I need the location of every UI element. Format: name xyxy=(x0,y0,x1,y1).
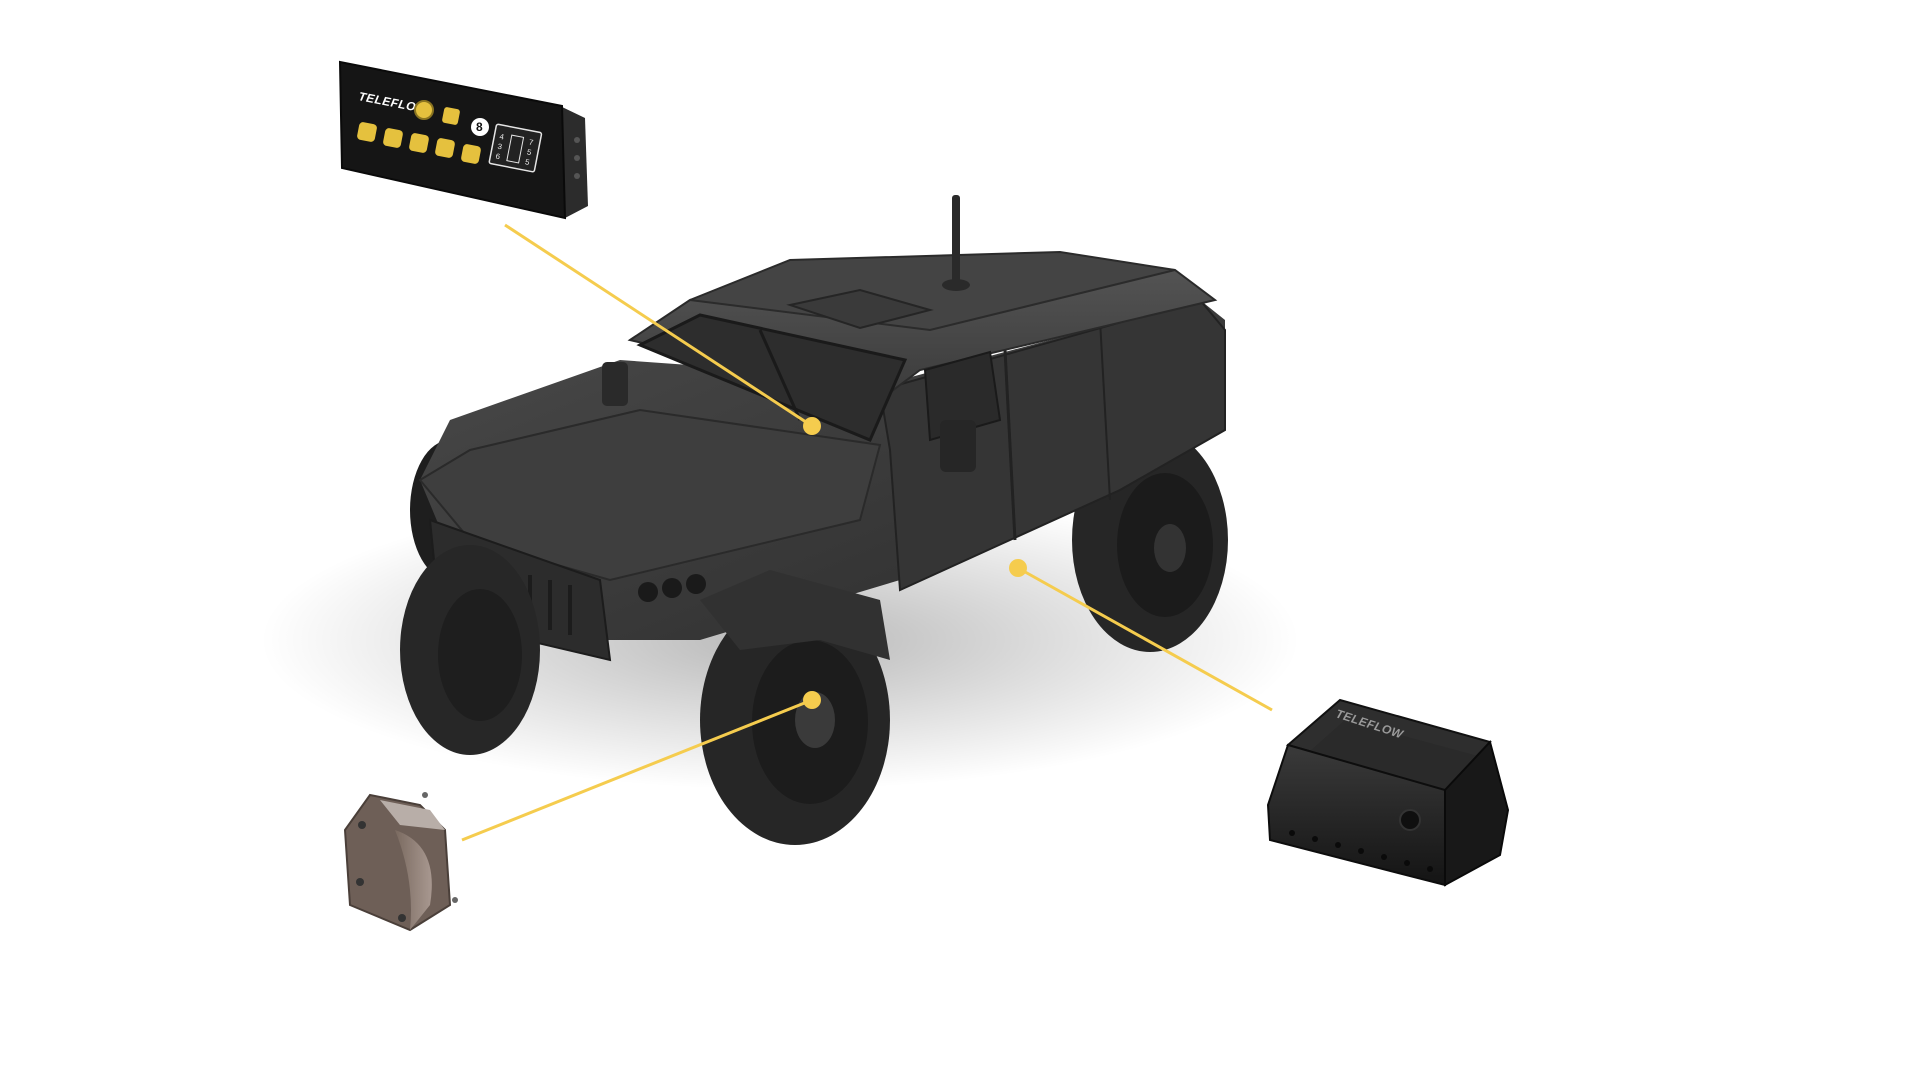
settings-icon xyxy=(442,107,460,125)
callout-dot-wheel xyxy=(803,691,821,709)
callout-line-valve xyxy=(461,698,813,842)
control-module-device: TELEFLOW xyxy=(1266,698,1510,887)
callout-dot-cab xyxy=(803,417,821,435)
power-icon xyxy=(357,122,377,142)
display-digit: 3 xyxy=(496,143,503,153)
wheel-valve-device xyxy=(343,792,458,932)
roof-hatch xyxy=(786,288,934,330)
callout-line-panel xyxy=(504,223,813,428)
control-panel-face xyxy=(338,60,567,220)
control-panel-device: TELEFLOW 8 4 7 3 5 6 5 xyxy=(338,60,588,220)
panel-top-buttons: 8 xyxy=(414,100,489,136)
module-connector xyxy=(1399,809,1421,831)
front-left-wheel xyxy=(400,545,540,755)
display-digit: 6 xyxy=(494,152,501,162)
armored-vehicle xyxy=(400,195,1228,845)
module-ports xyxy=(1289,830,1433,872)
valve-cylinder xyxy=(395,830,432,930)
headlight xyxy=(638,582,658,602)
panel-bottom-buttons xyxy=(357,122,481,164)
door-seam xyxy=(1003,349,1017,541)
road-icon xyxy=(435,138,455,158)
antenna xyxy=(952,195,960,285)
module-side-face xyxy=(1444,739,1510,887)
tire-icon xyxy=(461,144,481,164)
display-digit: 7 xyxy=(528,139,535,149)
gauge-icon xyxy=(414,100,434,120)
display-digit: 4 xyxy=(498,133,505,143)
hazard-icon xyxy=(383,128,403,148)
link-icon xyxy=(471,118,489,136)
left-mirror xyxy=(602,362,628,406)
front-wheel xyxy=(700,595,890,845)
callout-line-module xyxy=(1017,566,1273,712)
display-digit: 5 xyxy=(524,158,531,168)
right-mirror xyxy=(940,420,976,472)
display-digit: 5 xyxy=(526,148,533,158)
svg-text:8: 8 xyxy=(476,120,483,134)
side-window xyxy=(923,350,1002,442)
signal-icon xyxy=(409,133,429,153)
door-seam-rear xyxy=(1099,319,1111,501)
front-fender xyxy=(700,570,890,660)
callout-lines xyxy=(461,223,1273,842)
callout-dot-side xyxy=(1009,559,1027,577)
valve-bolt xyxy=(358,821,366,829)
panel-display: 4 7 3 5 6 5 xyxy=(488,123,543,173)
